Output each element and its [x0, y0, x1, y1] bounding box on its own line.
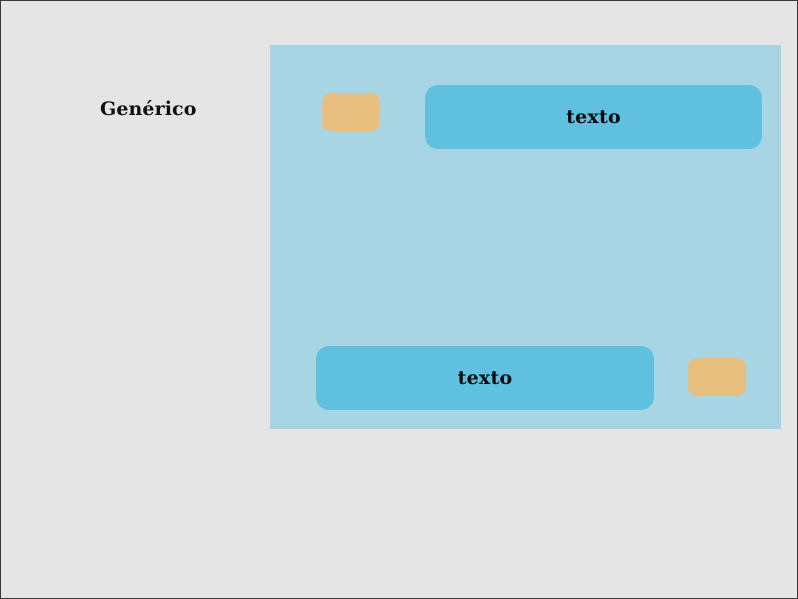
text-button-bottom-label: texto — [457, 367, 513, 389]
color-swatch-top[interactable] — [322, 93, 380, 131]
text-button-top[interactable]: texto — [425, 85, 762, 149]
text-button-top-label: texto — [566, 106, 621, 128]
text-button-bottom[interactable]: texto — [316, 346, 654, 410]
color-swatch-bottom[interactable] — [688, 358, 746, 396]
page-title: Genérico — [100, 98, 197, 120]
generic-content-panel: texto texto — [270, 45, 781, 429]
